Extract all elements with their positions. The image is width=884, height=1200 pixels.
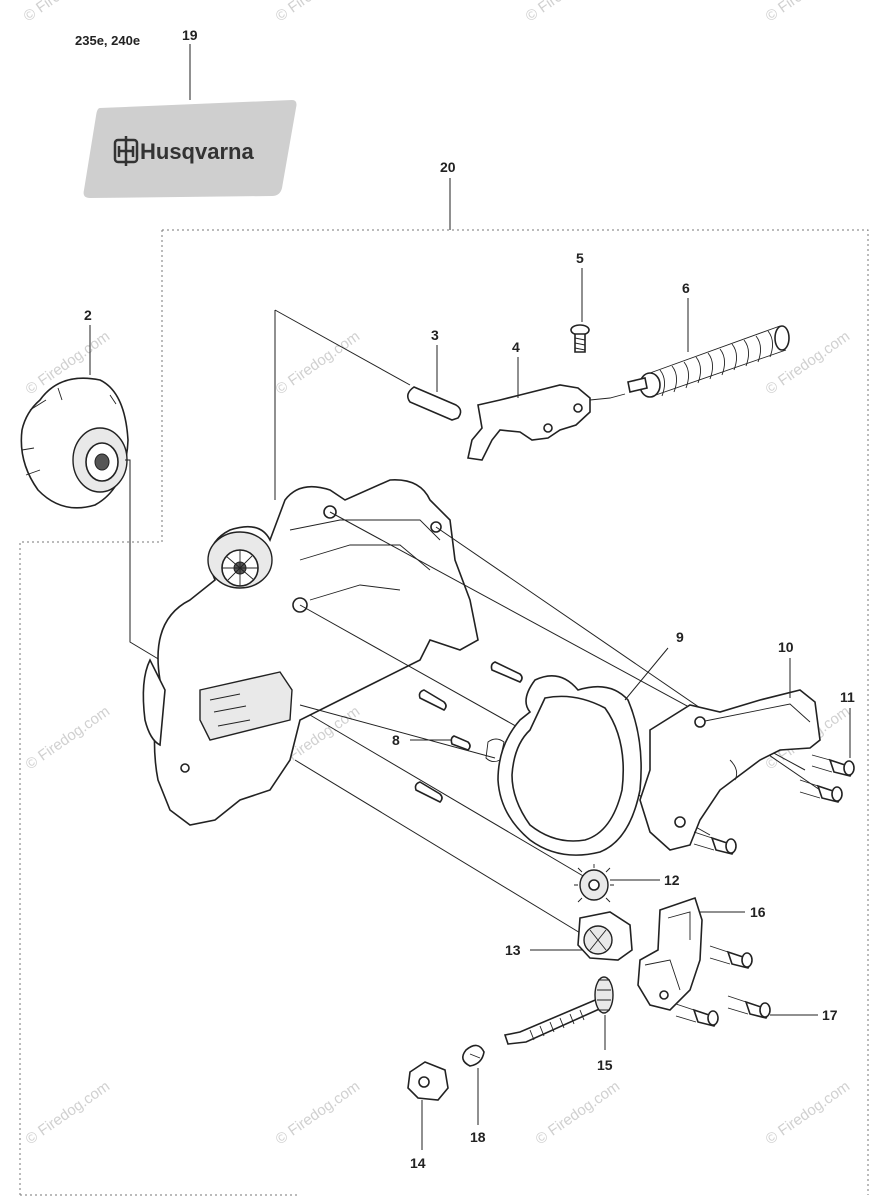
watermark: © Firedog.com <box>273 0 364 25</box>
callout-14: 14 <box>410 1155 426 1171</box>
main-housing <box>142 479 479 826</box>
callout-18: 18 <box>470 1129 486 1145</box>
callout-4: 4 <box>512 339 520 355</box>
housing-pins <box>414 661 523 803</box>
part-2-clutch-cover <box>20 377 129 509</box>
leader-9 <box>624 647 669 701</box>
callout-11: 11 <box>840 689 855 705</box>
watermark: © Firedog.com <box>533 1078 624 1148</box>
callout-15: 15 <box>597 1057 613 1073</box>
callout-6: 6 <box>682 280 690 296</box>
part-3-pin <box>406 386 462 421</box>
watermark: © Firedog.com <box>763 0 854 25</box>
callout-9: 9 <box>676 629 684 645</box>
leader-2b <box>125 459 161 661</box>
callout-8: 8 <box>392 732 400 748</box>
part-8-pin <box>450 735 471 751</box>
part-18-clip <box>462 1044 485 1067</box>
callout-5: 5 <box>576 250 584 266</box>
part-17-screws <box>675 945 771 1027</box>
part-12-gear <box>574 864 614 903</box>
watermark: © Firedog.com <box>23 703 114 773</box>
brand-name: Husqvarna <box>140 139 254 164</box>
callout-19: 19 <box>182 27 198 43</box>
callout-12: 12 <box>664 872 680 888</box>
callout-10: 10 <box>778 639 794 655</box>
watermark: © Firedog.com <box>523 0 614 25</box>
callout-20: 20 <box>440 159 456 175</box>
part-14-tensioner-nut <box>407 1061 449 1101</box>
part-13-worm-gear <box>577 911 633 961</box>
part-15-tensioner-screw <box>503 976 614 1045</box>
callout-17: 17 <box>822 1007 838 1023</box>
part-10-bracket <box>639 689 821 851</box>
part-9-brake-band <box>485 674 642 856</box>
callout-3: 3 <box>431 327 439 343</box>
assembly-20-outline <box>19 229 869 1196</box>
model-label: 235e, 240e <box>75 33 140 48</box>
watermark: © Firedog.com <box>23 1078 114 1148</box>
part-4-brake-lever <box>467 384 626 461</box>
decal-19: Husqvarna <box>83 100 297 198</box>
watermark: © Firedog.com <box>21 0 112 25</box>
callout-16: 16 <box>750 904 766 920</box>
part-6-spring <box>627 325 790 398</box>
callout-13: 13 <box>505 942 521 958</box>
watermark: © Firedog.com <box>763 1078 854 1148</box>
callout-2: 2 <box>84 307 92 323</box>
husqvarna-logo: Husqvarna <box>113 136 254 166</box>
part-5-screw <box>570 324 590 353</box>
part-16-tensioner-plate <box>637 896 703 1011</box>
watermark: © Firedog.com <box>273 328 364 398</box>
watermark: © Firedog.com <box>273 1078 364 1148</box>
part-11-screws <box>693 754 855 855</box>
